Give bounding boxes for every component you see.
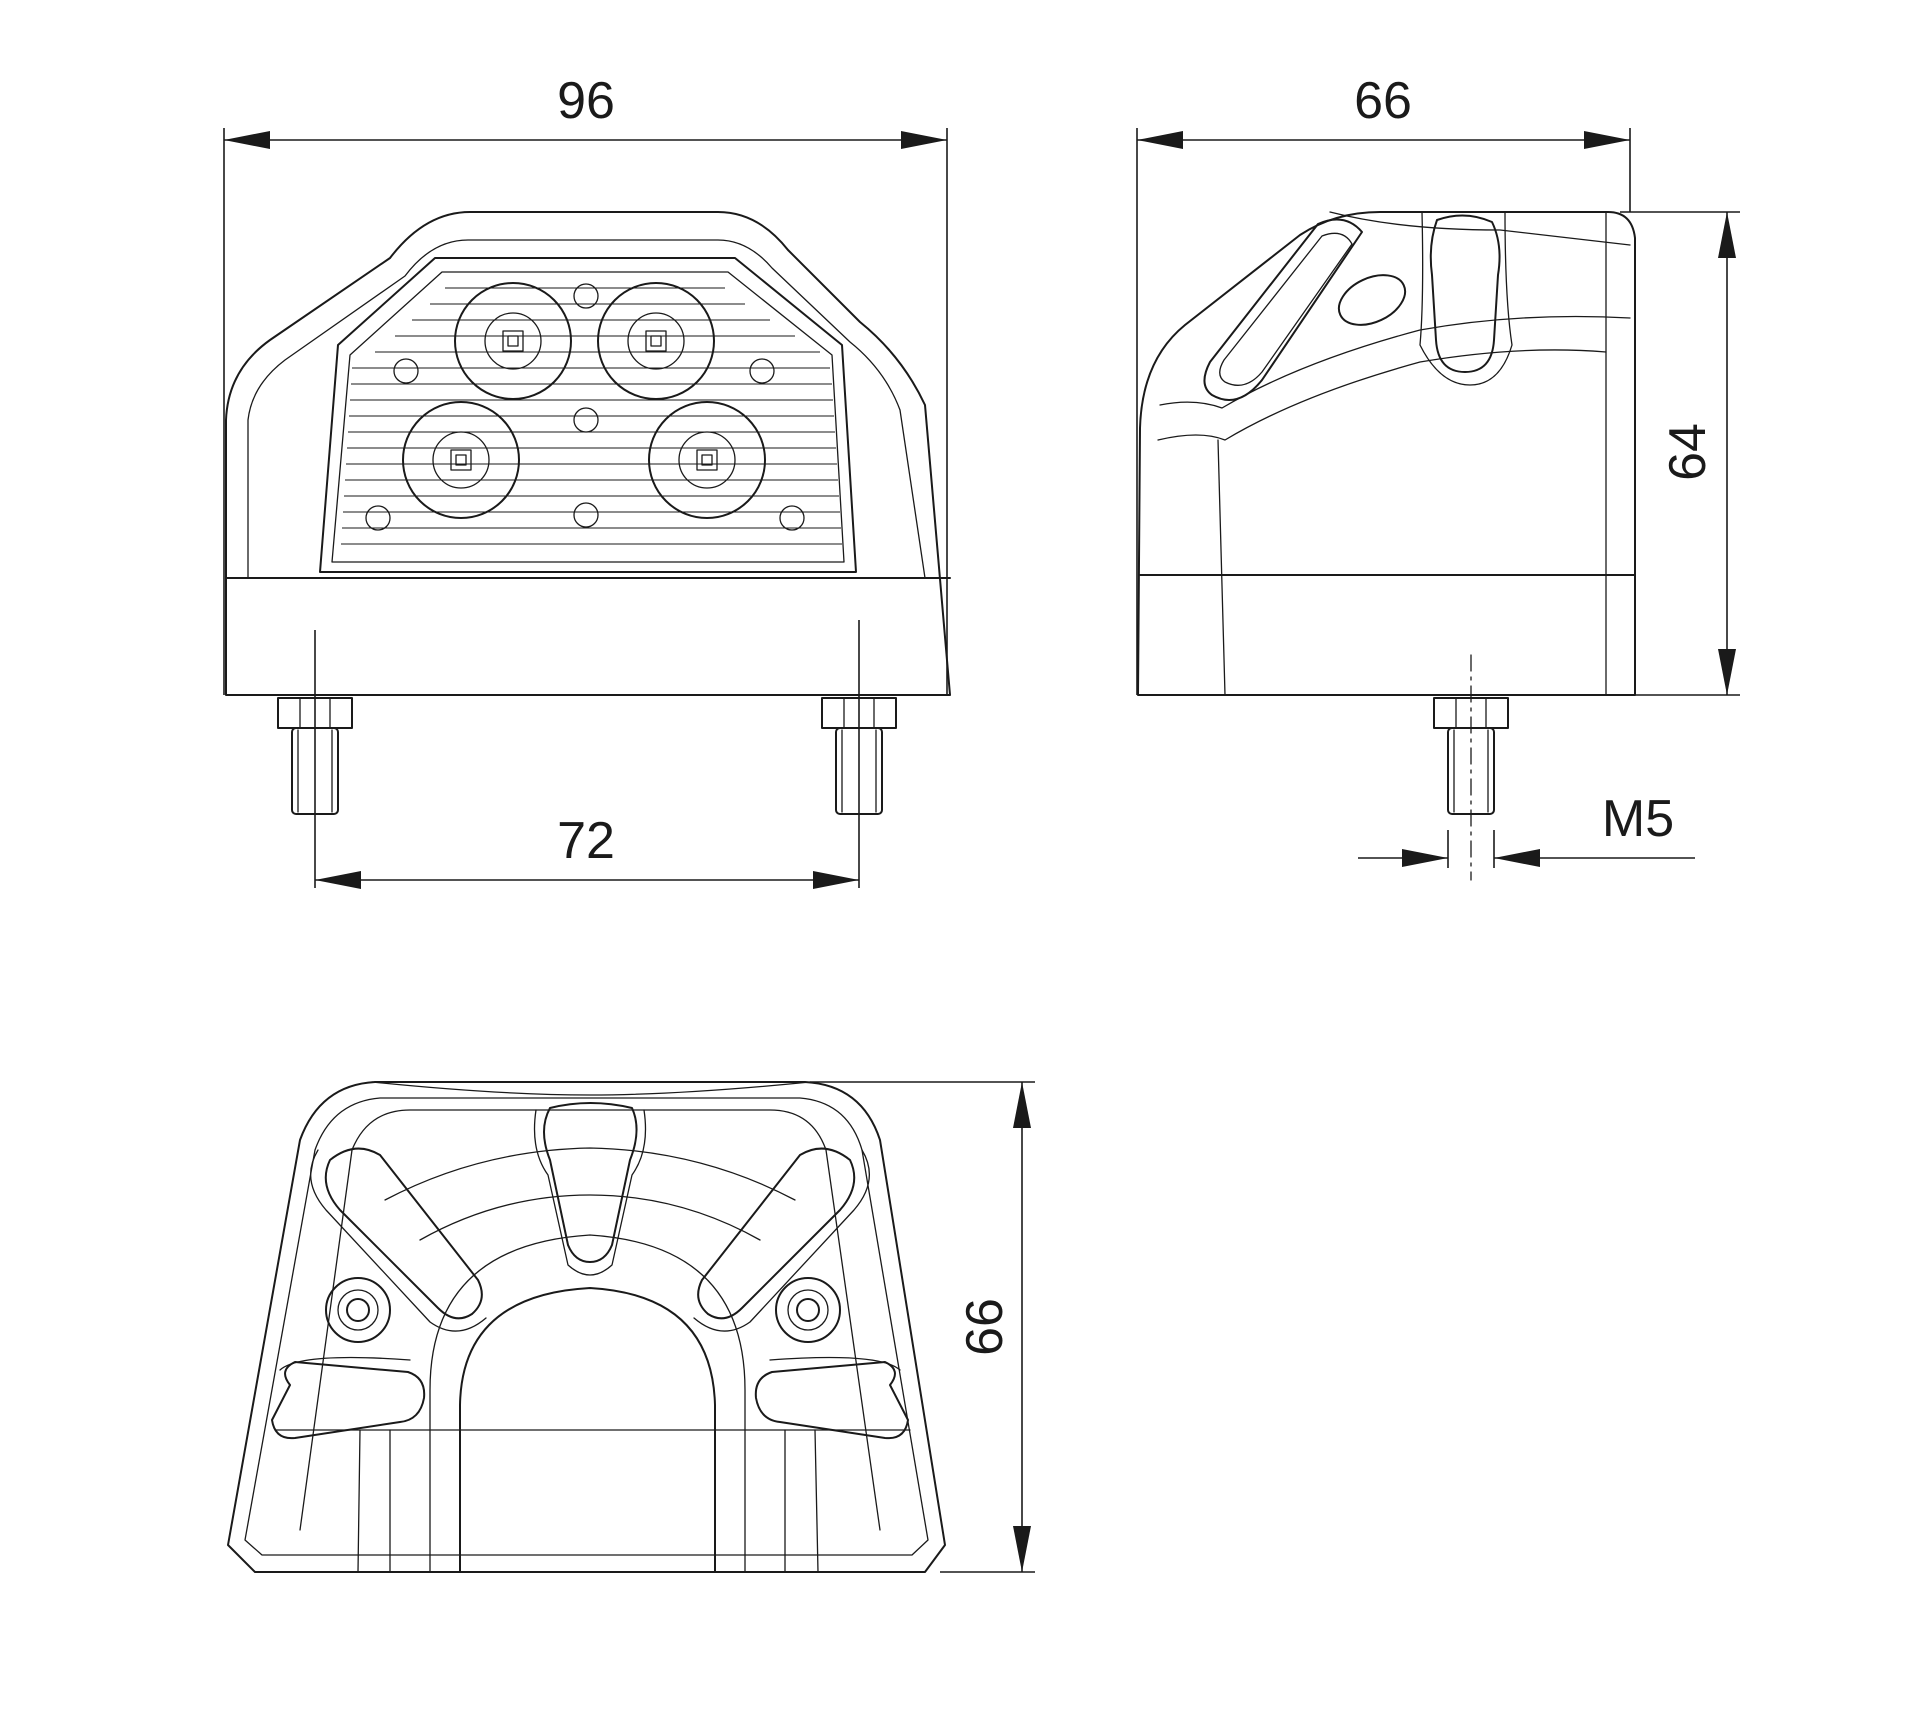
bottom-mount-left — [325, 1277, 391, 1343]
front-lens-ribs — [341, 287, 842, 545]
led-bottom-left — [402, 401, 520, 519]
bottom-arch-outer — [429, 1234, 746, 1573]
bottom-housing-inner — [244, 1097, 929, 1556]
bottom-mount-right — [775, 1277, 841, 1343]
front-housing-inner-contour — [247, 239, 926, 579]
bottom-view: 66 — [227, 1081, 1035, 1573]
dim-front-width: 96 — [223, 72, 948, 695]
bottom-fin-right — [697, 1147, 856, 1320]
bottom-fin-lower-right — [754, 1361, 909, 1440]
side-stud — [1433, 654, 1509, 881]
front-housing-outline — [225, 211, 951, 696]
bottom-fin-lower-left — [271, 1361, 426, 1440]
front-lens-dots — [365, 283, 805, 531]
side-upper-ridge — [1329, 211, 1631, 246]
dim-thread: M5 — [1358, 790, 1695, 868]
front-lens-outline — [319, 257, 857, 573]
dim-height-label: 64 — [1659, 423, 1717, 481]
side-bump — [1429, 214, 1501, 373]
dim-side-depth-label: 66 — [1354, 72, 1412, 130]
side-inner-edge — [1217, 439, 1226, 696]
side-view: 66 64 M5 — [1136, 72, 1740, 881]
bottom-fin-left — [324, 1147, 483, 1320]
side-housing-outline — [1137, 211, 1636, 696]
side-top-contour-2 — [1159, 315, 1631, 409]
side-oval-hole — [1337, 274, 1407, 326]
dim-side-depth: 66 — [1136, 72, 1631, 695]
front-led-group — [402, 282, 766, 519]
dim-thread-label: M5 — [1602, 790, 1674, 848]
dim-front-width-label: 96 — [557, 72, 615, 130]
bottom-inner-rim — [299, 1109, 881, 1531]
front-view: 96 72 — [223, 72, 951, 889]
dim-bottom-depth-label: 66 — [956, 1298, 1014, 1356]
dim-height: 64 — [1620, 211, 1740, 696]
dim-stud-spacing-label: 72 — [557, 812, 615, 870]
led-bottom-right — [648, 401, 766, 519]
led-top-left — [454, 282, 572, 400]
bottom-fin-center — [543, 1102, 638, 1263]
bottom-arch-inner — [459, 1287, 716, 1573]
dim-bottom-depth: 66 — [810, 1081, 1035, 1573]
front-lens-inner — [331, 271, 845, 563]
dim-stud-spacing: 72 — [315, 812, 859, 889]
led-top-right — [597, 282, 715, 400]
side-rib-slot — [1203, 218, 1363, 401]
side-top-contour — [1157, 349, 1607, 441]
